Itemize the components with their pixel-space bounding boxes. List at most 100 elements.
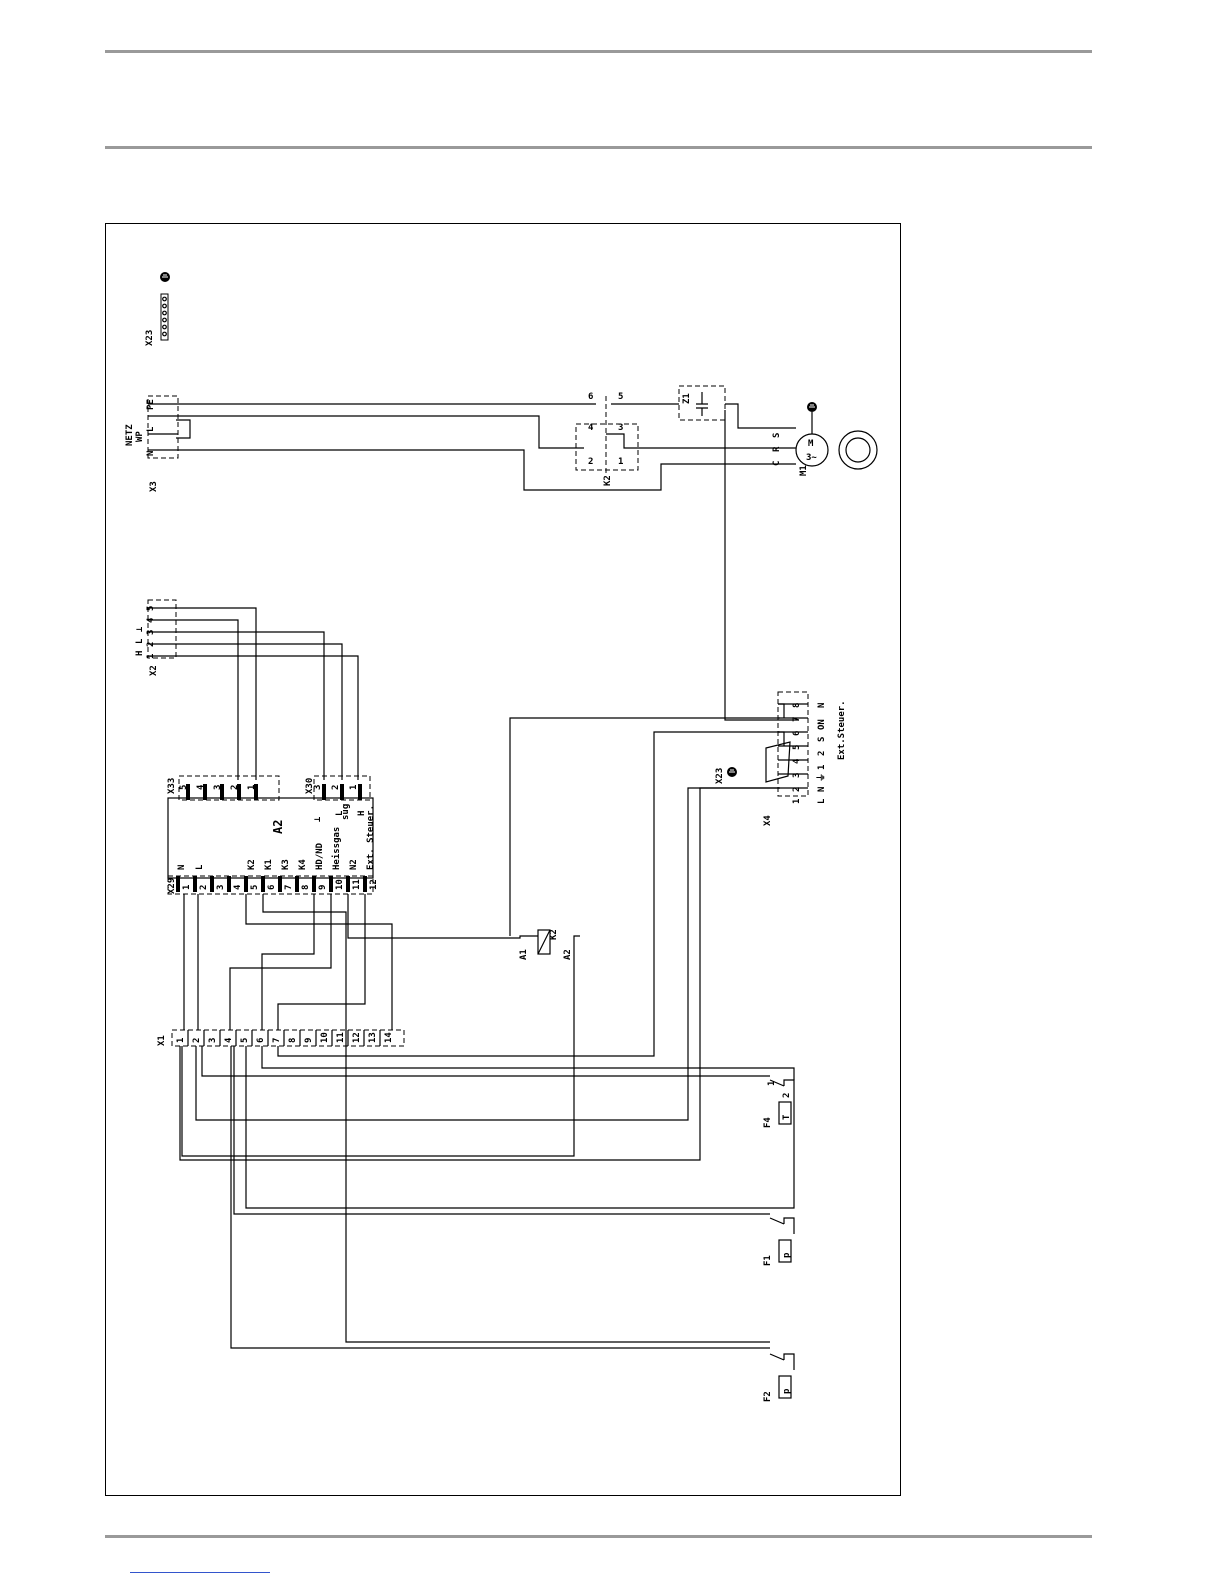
label-x33: X33	[167, 778, 177, 794]
label-x2: X2	[149, 665, 159, 676]
label-m1: M1	[799, 465, 809, 476]
x29-pins: 1 2 3 4 5 6 7 8 9 10 11 12	[176, 876, 379, 892]
k2-contact-1: 1	[618, 457, 623, 467]
label-a2-coil: A2	[563, 949, 573, 960]
wiring-diagram: X23 PE L N NETZ WP X3 6 5 4 3 2 1 K2 Z1	[125, 272, 878, 1402]
x30-label-l: L	[335, 810, 345, 816]
ground-icon	[160, 272, 170, 282]
mains-wires	[178, 403, 799, 721]
x4-fn-1: 1	[817, 765, 827, 770]
label-a2: A2	[271, 820, 285, 834]
x29-pin-7: 7	[284, 885, 294, 890]
k2-contact-4: 4	[588, 423, 594, 433]
header-rule-bottom	[105, 146, 1092, 149]
label-x23-x4: X23	[715, 768, 725, 784]
x30-label-sug: sug	[341, 804, 351, 820]
x2-label-h: H	[135, 651, 145, 656]
footer-link-underline	[130, 1572, 270, 1573]
x4-function-labels: N ON S 2 1 ⏚ N L Ext.Steuer.	[816, 700, 847, 804]
x1-pin-14: 14	[384, 1032, 394, 1043]
label-x29: X29	[167, 878, 177, 894]
x1-pin-7: 7	[272, 1038, 282, 1043]
motor-pin-s: S	[772, 433, 782, 438]
x3-pin-l: L	[146, 426, 156, 432]
x1-pin-2: 2	[192, 1038, 202, 1043]
terminal-x23-top: X23	[145, 272, 170, 346]
x33-pins: 5 4 3 2 1	[179, 784, 258, 800]
x2-pin-3: 3	[146, 630, 156, 635]
f4-pin-2: 2	[782, 1093, 792, 1098]
control-wires	[179, 703, 795, 1349]
x2-pin-5: 5	[146, 606, 156, 611]
x30-pins: 3 2 1 ⊥ L H sug	[313, 784, 367, 822]
x4-fn-n: N	[817, 787, 827, 792]
x1-pin-10: 10	[320, 1032, 330, 1043]
x29-fn-5: K2	[247, 859, 257, 870]
capacitor-z1: Z1	[678, 385, 726, 421]
terminal-x2: 5 4 3 2 1 H L ⊥ X2	[135, 599, 177, 676]
f4-pin-1: 1	[767, 1081, 777, 1086]
motor-phase: 3~	[806, 453, 817, 463]
wp-label: WP	[135, 431, 145, 442]
x3-pin-n: N	[146, 451, 156, 456]
x4-pin-2: 2	[792, 787, 802, 792]
x30-pin-1: 1	[349, 785, 359, 790]
ground-icon	[727, 767, 737, 777]
x4-fn-ground: ⏚	[816, 773, 827, 782]
x4-pin-1: 1	[792, 799, 802, 804]
x30-label-gnd: ⊥	[313, 816, 323, 822]
terminal-x1: X1 1 2 3 4 5 6 7 8 9 10 11 12 13 14	[157, 1029, 405, 1047]
wiring-diagram-frame: X23 PE L N NETZ WP X3 6 5 4 3 2 1 K2 Z1	[105, 223, 901, 1496]
x29-fn-11: N2	[349, 859, 359, 870]
sensor-f2: p F2	[763, 1353, 795, 1402]
x29-function-labels: N L K2 K1 K3 K4 HD/ND Heissgas N2 Ext. S…	[177, 805, 376, 870]
label-x4: X4	[763, 815, 773, 826]
x29-pin-1: 1	[182, 885, 192, 890]
x29-pin-11: 11	[352, 879, 362, 890]
x33-pin-3: 3	[213, 785, 223, 790]
x3-pin-pe: PE	[146, 399, 156, 410]
x4-fn-s: S	[817, 737, 827, 742]
x29-fn-2: L	[195, 864, 205, 870]
x1-pin-5: 5	[240, 1038, 250, 1043]
x2-wires	[176, 607, 359, 780]
x29-pin-8: 8	[301, 885, 311, 890]
x29-pin-5: 5	[250, 885, 260, 890]
x29-pin-6: 6	[267, 885, 277, 890]
motor-pin-c: C	[772, 461, 782, 466]
x1-pin-6: 6	[256, 1038, 266, 1043]
x33-pin-2: 2	[230, 785, 240, 790]
motor-symbol: M	[808, 439, 814, 449]
x4-fn-n2: N	[817, 703, 827, 708]
label-f4: F4	[763, 1117, 773, 1128]
x2-pin-2: 2	[146, 642, 156, 647]
x29-pin-10: 10	[335, 879, 345, 890]
x29-pin-4: 4	[233, 884, 243, 890]
x1-pin-11: 11	[336, 1032, 346, 1043]
x1-pin-13: 13	[368, 1032, 378, 1043]
f1-symbol: p	[782, 1252, 792, 1258]
x1-pin-8: 8	[288, 1038, 298, 1043]
sensor-f1: p F1	[763, 1217, 795, 1266]
x1-pin-12: 12	[352, 1032, 362, 1043]
x29-pin-3: 3	[216, 885, 226, 890]
x29-fn-7: K3	[281, 859, 291, 870]
x29-fn-6: K1	[264, 859, 274, 870]
x29-fn-10: Heissgas	[331, 827, 342, 870]
x4-fn-2: 2	[817, 751, 827, 756]
x29-fn-8: K4	[298, 859, 308, 870]
terminal-x3: PE L N NETZ WP X3	[125, 395, 191, 492]
x2-label-l: L	[135, 638, 145, 644]
relay-coil-k2: K2 A1 A2	[519, 929, 573, 960]
label-k2-coil: K2	[549, 929, 559, 940]
x33-pin-5: 5	[179, 785, 189, 790]
label-z1: Z1	[682, 393, 692, 404]
label-x23-top: X23	[145, 330, 155, 346]
label-k2: K2	[603, 475, 613, 486]
x4-pin-8: 8	[792, 703, 802, 708]
f2-symbol: p	[782, 1388, 792, 1394]
x4-fn-on: ON	[817, 719, 827, 730]
k2-contact-2: 2	[588, 457, 593, 467]
x29-fn-9: HD/ND	[315, 842, 325, 870]
x4-pin-5: 5	[792, 745, 802, 750]
